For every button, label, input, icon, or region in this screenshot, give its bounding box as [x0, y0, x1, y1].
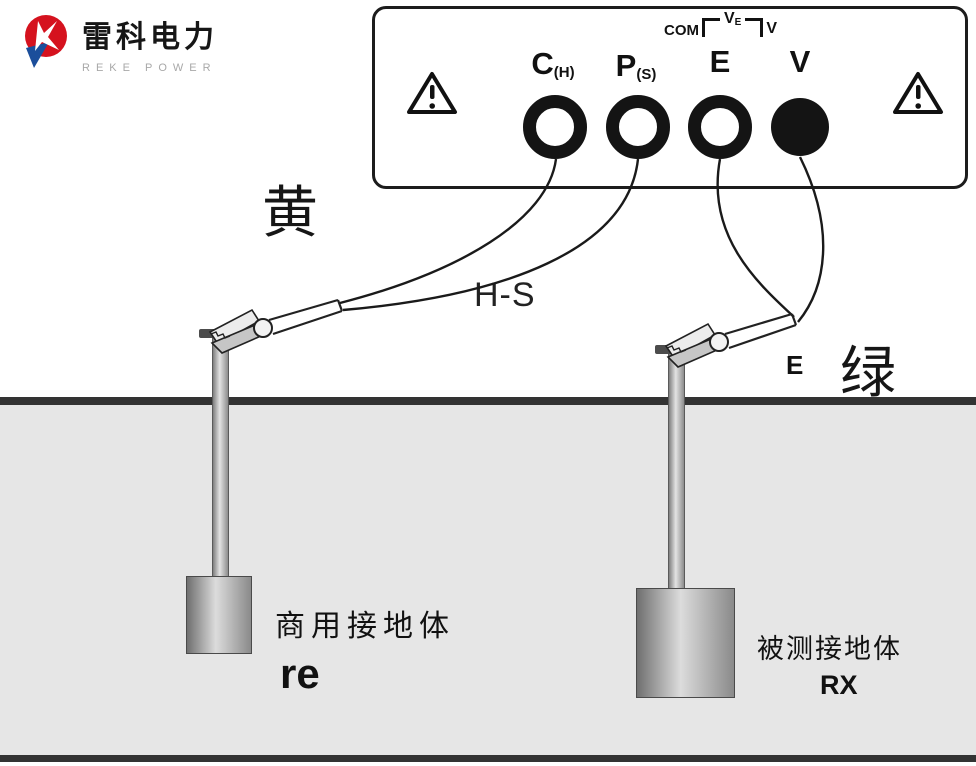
hs-wire-label: H-S [474, 276, 536, 314]
brand-logo-icon [25, 15, 67, 68]
bracket-left-icon [702, 18, 720, 37]
terminal-v-jack [771, 98, 829, 156]
alligator-clip-left [208, 298, 344, 354]
right-electrode-title: 被测接地体 [757, 634, 902, 664]
alligator-clip-right [664, 312, 798, 368]
instrument-panel [372, 6, 968, 189]
left-electrode-code: re [280, 650, 320, 697]
com-label: COM [664, 22, 699, 39]
terminal-p-sub: (S) [636, 66, 657, 83]
terminal-v-label: V [782, 44, 818, 80]
right-earth-rod [668, 352, 685, 604]
yellow-wire-label: 黄 [262, 181, 318, 246]
v-top-label: V [766, 20, 778, 37]
brand-logo-text: 雷科电力 REKE POWER [82, 12, 218, 74]
right-earth-block [636, 588, 735, 698]
terminal-p-label: P(S) [598, 48, 674, 84]
terminal-c-label: C(H) [514, 46, 592, 82]
brand-logo: 雷科电力 REKE POWER [16, 12, 218, 74]
warning-icon-left [407, 72, 457, 114]
terminal-p-jack [606, 95, 670, 159]
green-wire-label: 绿 [840, 341, 896, 406]
terminal-p-main: P [615, 48, 637, 83]
ground-bottom-line [0, 755, 976, 762]
right-rod-cap [655, 345, 697, 354]
ve-label: VE [724, 10, 741, 28]
ground-area [0, 405, 976, 755]
left-earth-rod [212, 336, 229, 588]
ground-surface-line [0, 397, 976, 405]
terminal-e-label: E [702, 44, 738, 80]
terminal-c-jack [523, 95, 587, 159]
terminal-v-main: V [789, 44, 811, 79]
warning-icon-right [893, 72, 943, 114]
bracket-right-icon [745, 18, 764, 37]
terminal-c-main: C [531, 46, 554, 81]
ve-sub: E [734, 17, 742, 28]
left-electrode-title: 商用接地体 [275, 610, 455, 643]
com-ve-v-group: COM VE V [664, 10, 778, 39]
right-electrode-code: RX [820, 670, 858, 700]
e-wire-label: E [786, 350, 804, 380]
terminal-e-main: E [709, 44, 731, 79]
brand-name: 雷科电力 [82, 21, 218, 54]
ve-main: V [724, 10, 735, 27]
terminal-e-jack [688, 95, 752, 159]
left-rod-cap [199, 329, 241, 338]
terminal-c-sub: (H) [553, 64, 575, 81]
left-earth-block [186, 576, 252, 654]
brand-tagline: REKE POWER [82, 62, 217, 74]
